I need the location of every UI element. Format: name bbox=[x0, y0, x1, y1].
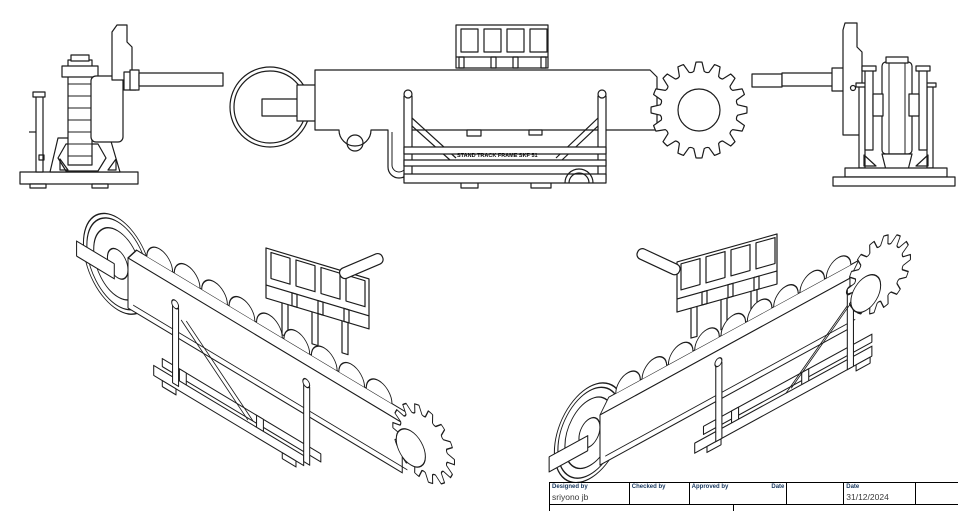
gearbox-plate bbox=[90, 75, 124, 143]
beam-part-label: STAND TRACK FRAME SKF 51 bbox=[457, 153, 538, 159]
drive-sprocket bbox=[650, 61, 748, 159]
approved-by-label: Approved by bbox=[691, 484, 729, 490]
lug-hole bbox=[346, 134, 364, 152]
empty-cell bbox=[787, 483, 845, 504]
iso-sprocket-hub bbox=[850, 274, 882, 314]
iso-sprocket bbox=[392, 402, 456, 485]
date-cell: Date 31/12/2024 bbox=[844, 483, 917, 504]
idler-axle bbox=[261, 98, 299, 117]
title-block-row: Designed by sriyono jb Checked by Approv… bbox=[550, 483, 958, 504]
title-block-row-partial bbox=[550, 504, 958, 511]
base-plate bbox=[832, 176, 956, 187]
sprocket-bore bbox=[677, 88, 721, 132]
empty-cell-right bbox=[916, 483, 958, 504]
top-bracket bbox=[455, 24, 549, 69]
iso-rollers bbox=[615, 255, 852, 394]
approved-by-date-label: Date bbox=[771, 484, 785, 490]
base-plate bbox=[19, 171, 139, 185]
date-label: Date bbox=[846, 484, 860, 490]
shaft bbox=[781, 72, 835, 87]
checked-by-cell: Checked by bbox=[630, 483, 690, 504]
checked-by-label: Checked by bbox=[631, 484, 666, 490]
isometric-view-left bbox=[76, 212, 456, 485]
front-view bbox=[229, 24, 783, 189]
iso-handle-rod bbox=[636, 248, 681, 276]
iso-bracket bbox=[265, 247, 370, 356]
stand-post-left bbox=[403, 95, 413, 181]
shaft-stub bbox=[751, 73, 783, 88]
isometric-view-right bbox=[548, 233, 911, 484]
title-block: Designed by sriyono jb Checked by Approv… bbox=[549, 482, 958, 511]
wheel-drum bbox=[881, 61, 913, 155]
iso-sprocket-hub bbox=[395, 428, 426, 468]
right-side-view bbox=[781, 22, 956, 187]
designed-by-label: Designed by bbox=[552, 484, 588, 490]
designed-by-value: sriyono jb bbox=[552, 492, 589, 502]
date-value: 31/12/2024 bbox=[846, 492, 889, 502]
left-side-view bbox=[19, 24, 224, 189]
stand-base bbox=[403, 173, 607, 184]
shaft bbox=[138, 72, 224, 87]
iso-handle-rod bbox=[338, 252, 384, 280]
iso-stand-base bbox=[694, 345, 873, 454]
iso-rollers bbox=[146, 246, 393, 404]
designed-by-cell: Designed by sriyono jb bbox=[550, 483, 630, 504]
approved-by-cell: Approved by Date bbox=[690, 483, 788, 504]
stand-post-right bbox=[597, 95, 607, 181]
